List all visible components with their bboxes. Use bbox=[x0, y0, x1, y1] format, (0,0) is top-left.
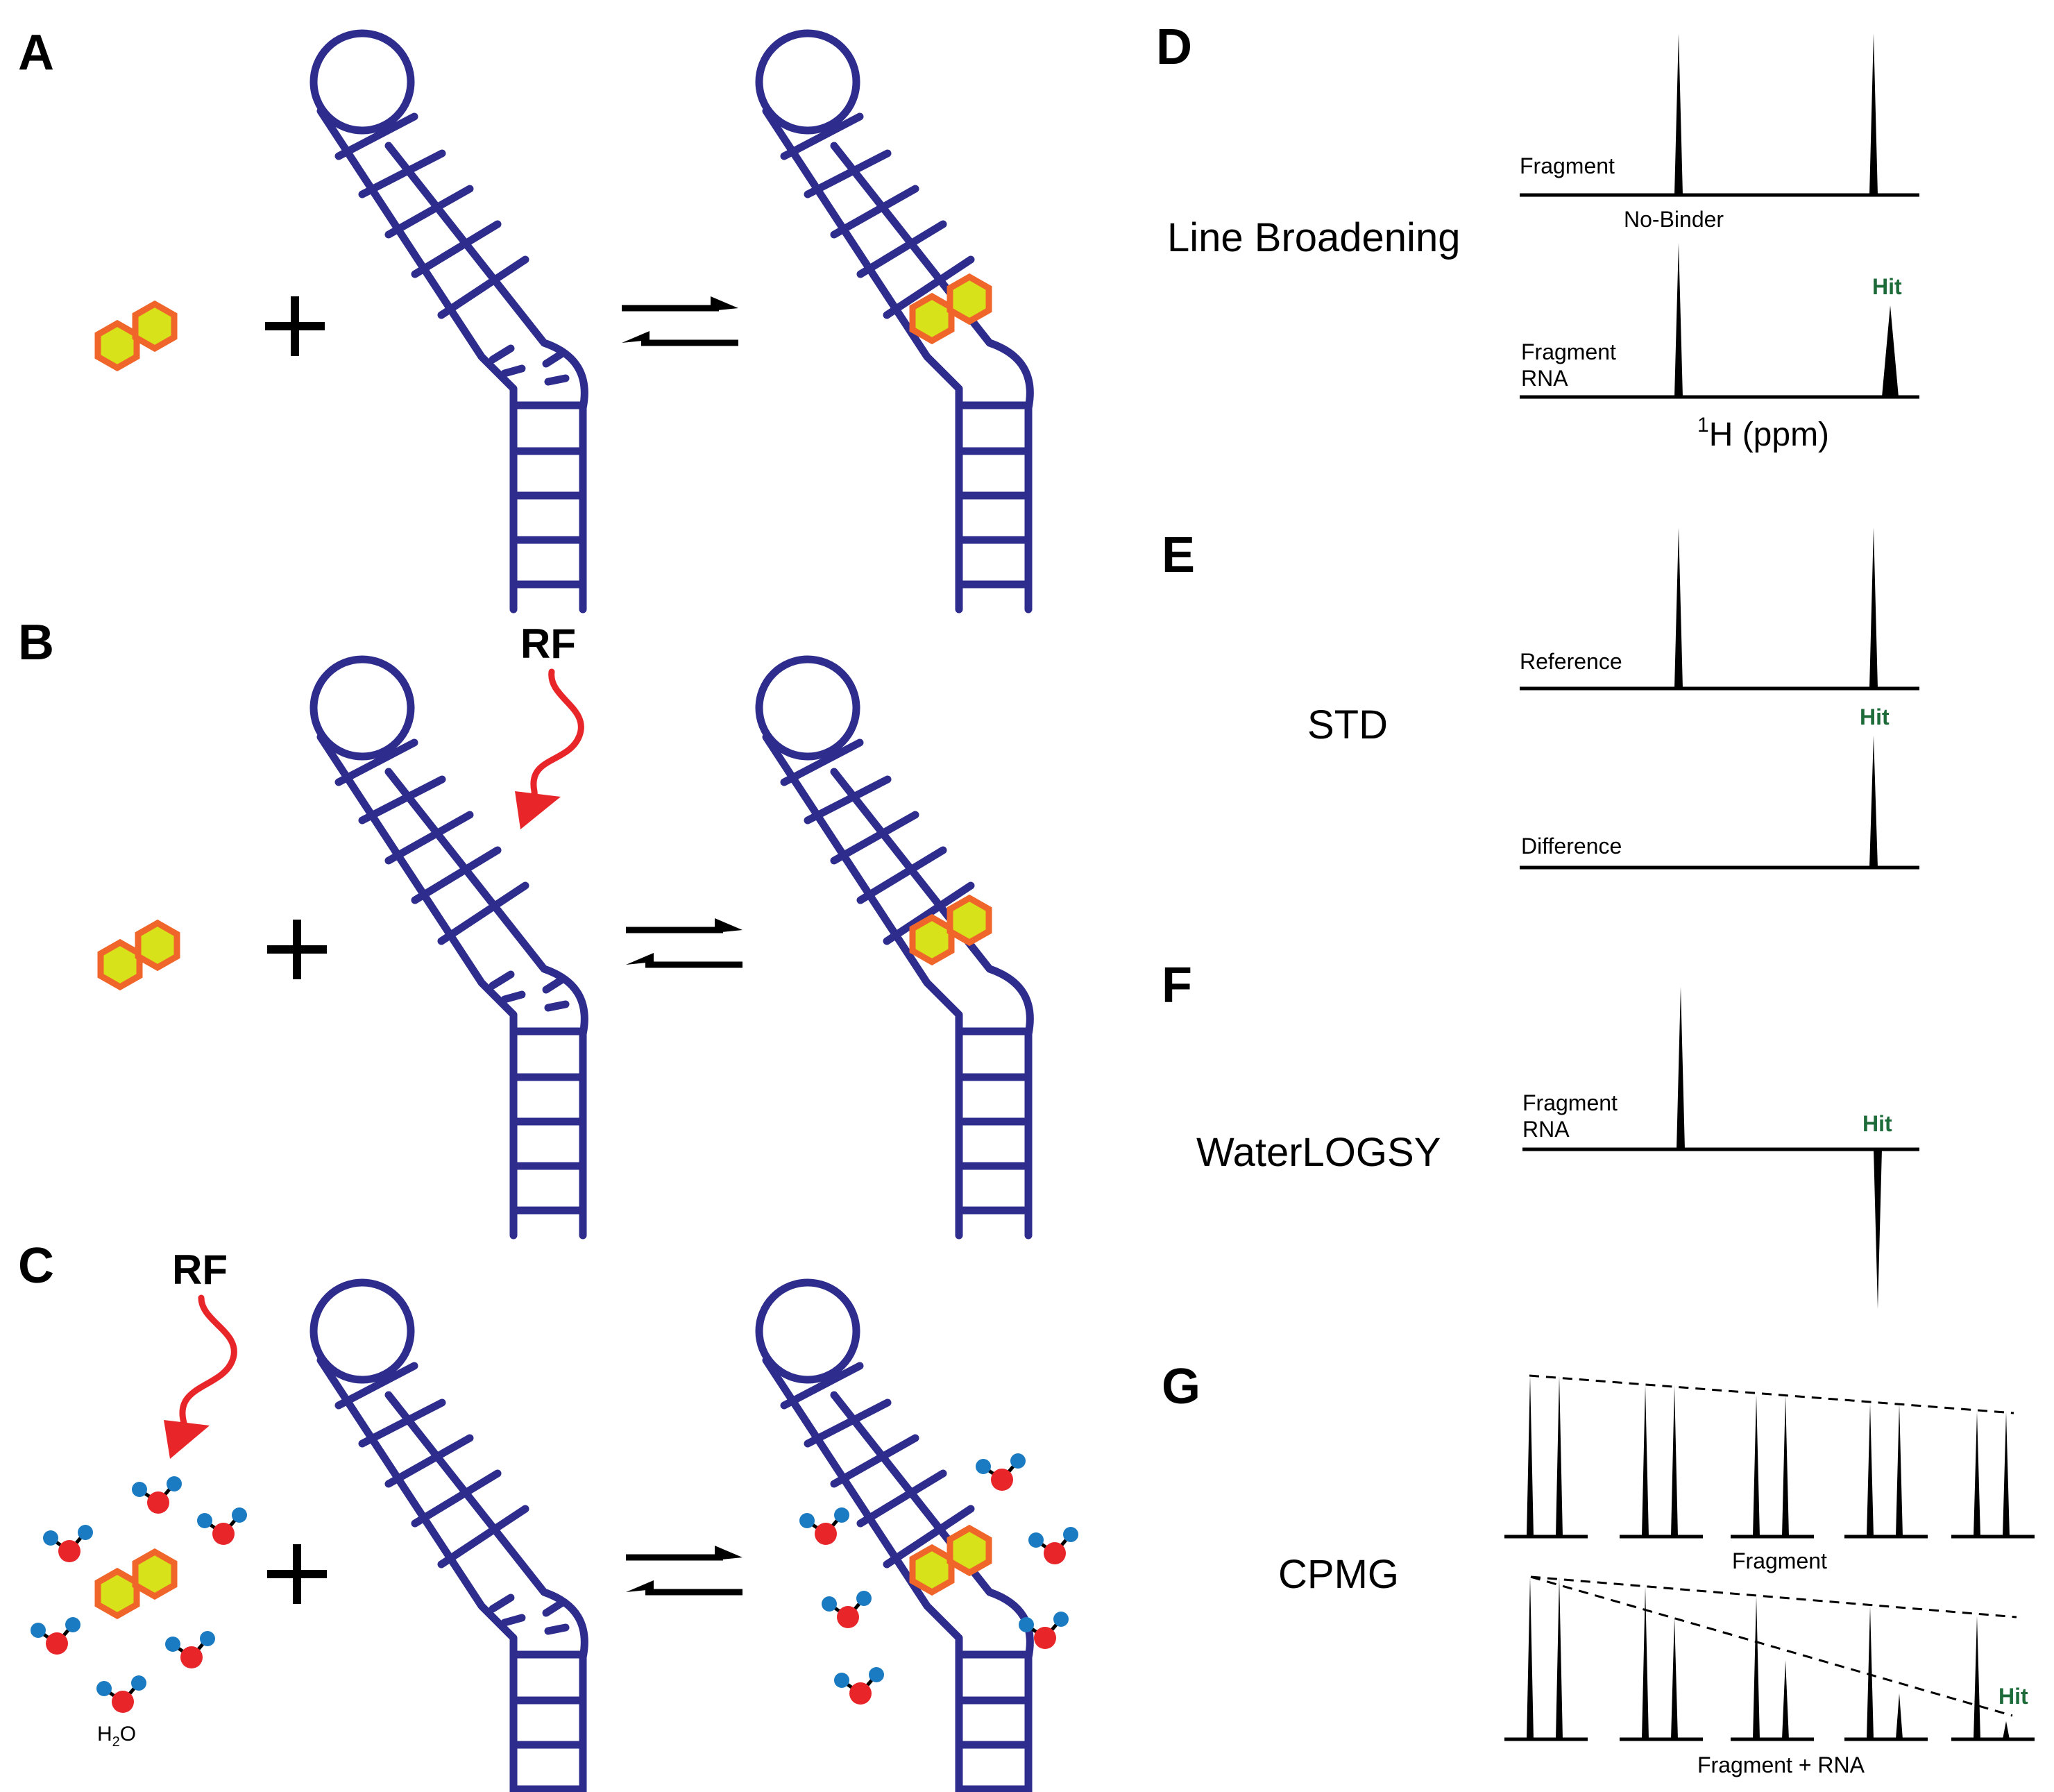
hit-label: Hit bbox=[1862, 1111, 1892, 1136]
fragment-molecule-icon bbox=[101, 923, 177, 987]
water-molecule-icon bbox=[31, 1617, 80, 1655]
method-cpmg: CPMG bbox=[1278, 1552, 1399, 1597]
panel-label-c: C bbox=[18, 1238, 54, 1294]
panel-label-f: F bbox=[1162, 958, 1192, 1013]
water-molecule-icon bbox=[976, 1453, 1026, 1491]
hit-label: Hit bbox=[1872, 274, 1902, 299]
panel-label-d: D bbox=[1156, 19, 1192, 75]
hit-label: Hit bbox=[1998, 1684, 2028, 1709]
decay-trend-line bbox=[1529, 1374, 2014, 1414]
nmr-peak bbox=[1674, 243, 1683, 397]
spectrum-label-fragment: Fragment bbox=[1522, 1090, 1618, 1115]
water-molecule-icon bbox=[165, 1631, 215, 1668]
water-molecule-icon bbox=[822, 1591, 872, 1628]
rna-hairpin-bound bbox=[759, 659, 1030, 1235]
plus-sign bbox=[265, 296, 325, 356]
rf-label: RF bbox=[520, 620, 576, 667]
nmr-peak bbox=[1869, 527, 1878, 688]
nmr-peak-broadened bbox=[1882, 305, 1899, 397]
water-molecule-icon bbox=[132, 1476, 182, 1514]
method-waterlogsy: WaterLOGSY bbox=[1196, 1130, 1441, 1175]
spectrum-sublabel-no-binder: No-Binder bbox=[1624, 207, 1724, 232]
panel-label-g: G bbox=[1162, 1359, 1200, 1414]
water-molecule-icon bbox=[197, 1507, 247, 1545]
water-molecule-icon bbox=[1028, 1527, 1078, 1564]
decay-trend-line bbox=[1530, 1575, 2017, 1618]
panel-label-a: A bbox=[18, 25, 54, 81]
equilibrium-arrows bbox=[622, 296, 738, 343]
rf-arrowhead bbox=[164, 1420, 210, 1459]
water-molecule-icon bbox=[96, 1675, 146, 1713]
rf-label: RF bbox=[172, 1246, 228, 1293]
rna-hairpin-bound bbox=[759, 33, 1030, 609]
spectrum-label-rna: RNA bbox=[1521, 366, 1568, 391]
hit-label: Hit bbox=[1860, 704, 1890, 729]
rna-hairpin-free bbox=[314, 33, 584, 609]
rna-hairpin-free bbox=[314, 659, 584, 1235]
nmr-peak bbox=[1869, 33, 1878, 195]
spectrum-label-fragment: Fragment bbox=[1732, 1548, 1827, 1573]
nmr-peak-negative bbox=[1874, 1149, 1882, 1309]
water-label: H2O bbox=[97, 1723, 136, 1750]
cpmg-fragment-rna-spectra bbox=[1504, 1577, 2035, 1741]
spectrum-label-difference: Difference bbox=[1521, 834, 1622, 859]
spectrum-label-fragment-rna: Fragment + RNA bbox=[1697, 1752, 1865, 1777]
nmr-peak-positive bbox=[1677, 987, 1685, 1149]
water-molecule-icon bbox=[799, 1507, 849, 1545]
method-line-broadening: Line Broadening bbox=[1167, 215, 1460, 260]
nmr-peak bbox=[1674, 33, 1683, 195]
spectrum-label-reference: Reference bbox=[1520, 649, 1622, 674]
spectrum-label-rna: RNA bbox=[1522, 1117, 1570, 1142]
equilibrium-arrows bbox=[626, 918, 742, 965]
rf-arrowhead bbox=[515, 791, 561, 829]
water-molecule-icon bbox=[43, 1525, 93, 1562]
rf-arrow bbox=[530, 668, 584, 812]
fragment-molecule-icon bbox=[98, 304, 174, 368]
plus-sign bbox=[267, 1544, 327, 1604]
plus-sign bbox=[267, 920, 327, 979]
method-std: STD bbox=[1307, 702, 1388, 747]
rna-hairpin-free bbox=[314, 1283, 584, 1792]
decay-trend-line-hit bbox=[1530, 1575, 2013, 1717]
water-molecule-icon bbox=[834, 1667, 884, 1705]
nmr-peak bbox=[1869, 736, 1878, 868]
cpmg-fragment-spectra bbox=[1504, 1376, 2035, 1539]
equilibrium-arrows bbox=[626, 1546, 742, 1592]
spectrum-label-fragment: Fragment bbox=[1521, 339, 1616, 364]
nmr-peak bbox=[1674, 527, 1683, 688]
spectrum-label-fragment: Fragment bbox=[1520, 153, 1615, 178]
panel-label-e: E bbox=[1162, 527, 1195, 583]
axis-label-1h-ppm: 1H (ppm) bbox=[1697, 414, 1829, 453]
rf-arrow bbox=[179, 1294, 237, 1442]
panel-label-b: B bbox=[18, 615, 54, 670]
fragment-molecule-icon bbox=[98, 1552, 174, 1616]
